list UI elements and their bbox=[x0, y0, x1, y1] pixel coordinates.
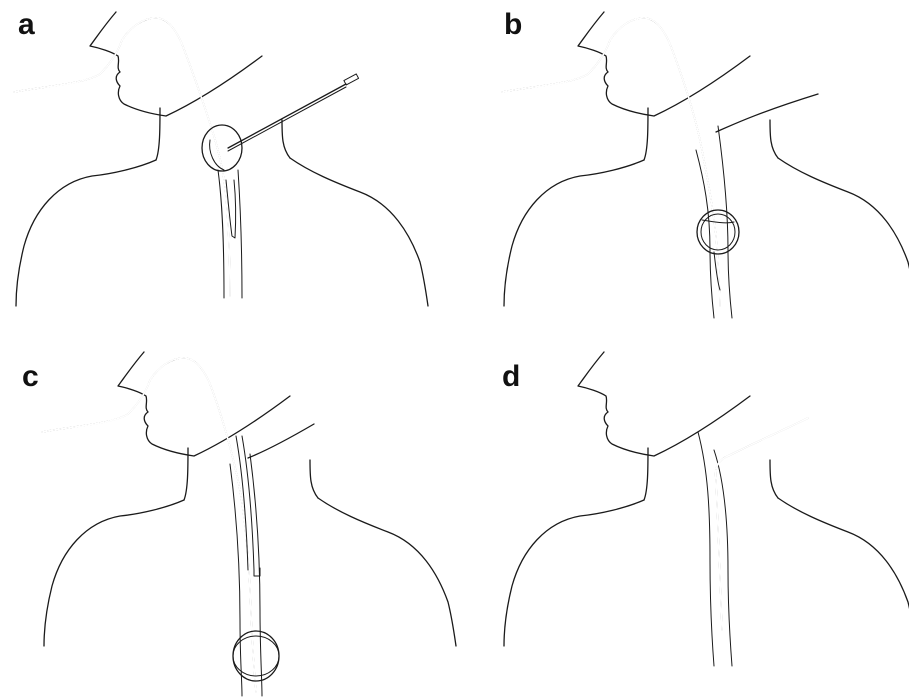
panel-a bbox=[14, 12, 428, 306]
panel-b bbox=[502, 12, 909, 318]
panel-d bbox=[504, 352, 909, 666]
panel-c bbox=[42, 352, 456, 696]
panel-label-b: b bbox=[504, 8, 522, 41]
panel-label-d: d bbox=[502, 360, 520, 393]
panel-label-c: c bbox=[22, 360, 39, 393]
panel-label-a: a bbox=[18, 8, 35, 41]
